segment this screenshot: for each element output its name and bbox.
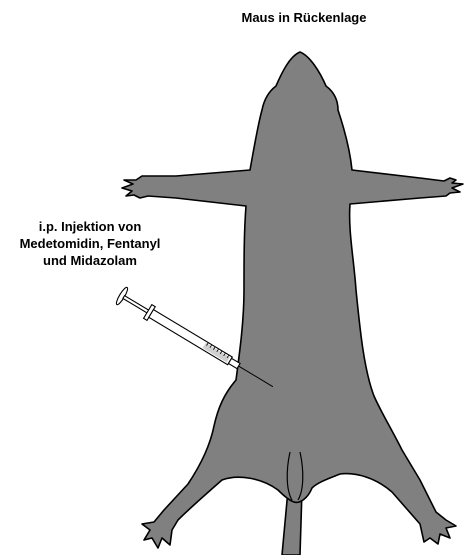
syringe-plunger-head (115, 286, 130, 306)
syringe-plunger-rod (123, 296, 150, 314)
mouse-body-outline (122, 52, 463, 548)
mouse-body-icon (122, 52, 463, 555)
